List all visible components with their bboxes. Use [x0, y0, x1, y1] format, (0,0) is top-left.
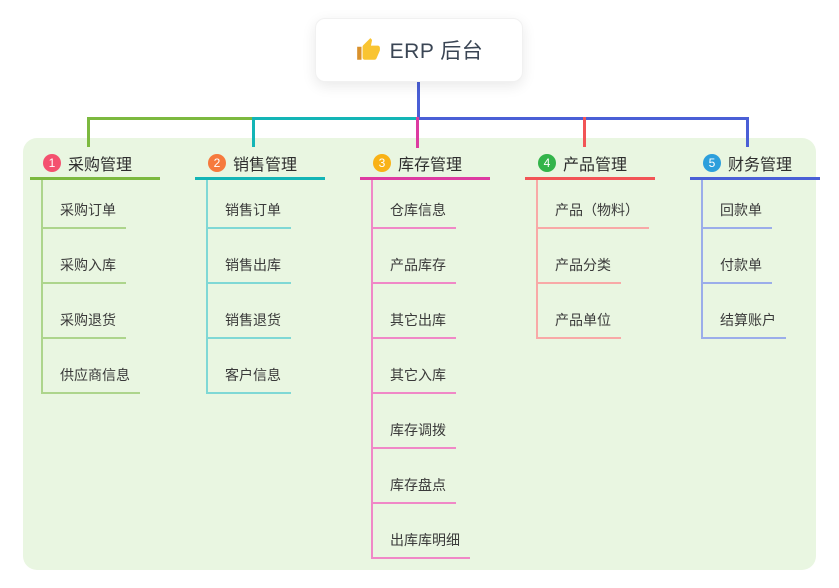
connector-drop-product	[583, 117, 586, 147]
branch-number-badge: 2	[208, 153, 226, 172]
branch-topic-product[interactable]: 4 产品管理	[525, 148, 655, 180]
subtopic-item[interactable]: 仓库信息	[373, 180, 456, 229]
root-topic[interactable]: ERP 后台	[315, 18, 523, 82]
thumbs-up-icon	[355, 37, 381, 63]
connector-drop-purchase	[87, 117, 90, 147]
subtopic-item[interactable]: 销售出库	[208, 229, 291, 284]
branch-number-badge: 1	[43, 153, 61, 172]
branch-label: 产品管理	[563, 156, 628, 174]
subtopic-item[interactable]: 库存盘点	[373, 449, 456, 504]
branch-number-badge: 3	[373, 153, 391, 172]
connector-drop-inventory	[416, 117, 419, 148]
branch-label: 库存管理	[398, 156, 463, 174]
connector-root-drop	[417, 82, 420, 119]
connector-horizontal-mid	[252, 117, 419, 120]
branch-subtopics: 仓库信息 产品库存 其它出库 其它入库 库存调拨 库存盘点 出库库明细	[371, 180, 470, 559]
branch-number-badge: 5	[703, 153, 721, 172]
subtopic-item[interactable]: 客户信息	[208, 339, 291, 394]
branch-label: 财务管理	[728, 156, 793, 174]
branch-subtopics: 产品（物料） 产品分类 产品单位	[536, 180, 649, 339]
branch-topic-inventory[interactable]: 3 库存管理	[360, 148, 490, 180]
branch-inventory-management: 3 库存管理 仓库信息 产品库存 其它出库 其它入库 库存调拨 库存盘点 出库库…	[360, 148, 490, 559]
branch-purchase-management: 1 采购管理 采购订单 采购入库 采购退货 供应商信息	[30, 148, 160, 394]
subtopic-item[interactable]: 销售退货	[208, 284, 291, 339]
branch-label: 采购管理	[68, 156, 133, 174]
branch-sales-management: 2 销售管理 销售订单 销售出库 销售退货 客户信息	[195, 148, 325, 394]
connector-drop-sales	[252, 117, 255, 147]
subtopic-item[interactable]: 产品库存	[373, 229, 456, 284]
branch-topic-finance[interactable]: 5 财务管理	[690, 148, 820, 180]
mindmap-canvas	[23, 138, 816, 570]
subtopic-item[interactable]: 产品（物料）	[538, 180, 649, 229]
subtopic-item[interactable]: 产品单位	[538, 284, 621, 339]
subtopic-item[interactable]: 销售订单	[208, 180, 291, 229]
branch-subtopics: 销售订单 销售出库 销售退货 客户信息	[206, 180, 291, 394]
branch-topic-purchase[interactable]: 1 采购管理	[30, 148, 160, 180]
branch-subtopics: 采购订单 采购入库 采购退货 供应商信息	[41, 180, 140, 394]
branch-subtopics: 回款单 付款单 结算账户	[701, 180, 786, 339]
branch-number-badge: 4	[538, 153, 556, 172]
subtopic-item[interactable]: 产品分类	[538, 229, 621, 284]
branch-product-management: 4 产品管理 产品（物料） 产品分类 产品单位	[525, 148, 655, 339]
root-topic-label: ERP 后台	[389, 40, 484, 63]
subtopic-item[interactable]: 采购入库	[43, 229, 126, 284]
subtopic-item[interactable]: 其它出库	[373, 284, 456, 339]
branch-topic-sales[interactable]: 2 销售管理	[195, 148, 325, 180]
subtopic-item[interactable]: 采购订单	[43, 180, 126, 229]
subtopic-item[interactable]: 库存调拨	[373, 394, 456, 449]
subtopic-item[interactable]: 出库库明细	[373, 504, 470, 559]
connector-horizontal-left	[87, 117, 255, 120]
branch-label: 销售管理	[233, 156, 298, 174]
subtopic-item[interactable]: 付款单	[703, 229, 772, 284]
subtopic-item[interactable]: 其它入库	[373, 339, 456, 394]
branch-finance-management: 5 财务管理 回款单 付款单 结算账户	[690, 148, 820, 339]
subtopic-item[interactable]: 采购退货	[43, 284, 126, 339]
subtopic-item[interactable]: 供应商信息	[43, 339, 140, 394]
subtopic-item[interactable]: 回款单	[703, 180, 772, 229]
subtopic-item[interactable]: 结算账户	[703, 284, 786, 339]
connector-drop-finance	[746, 117, 749, 147]
